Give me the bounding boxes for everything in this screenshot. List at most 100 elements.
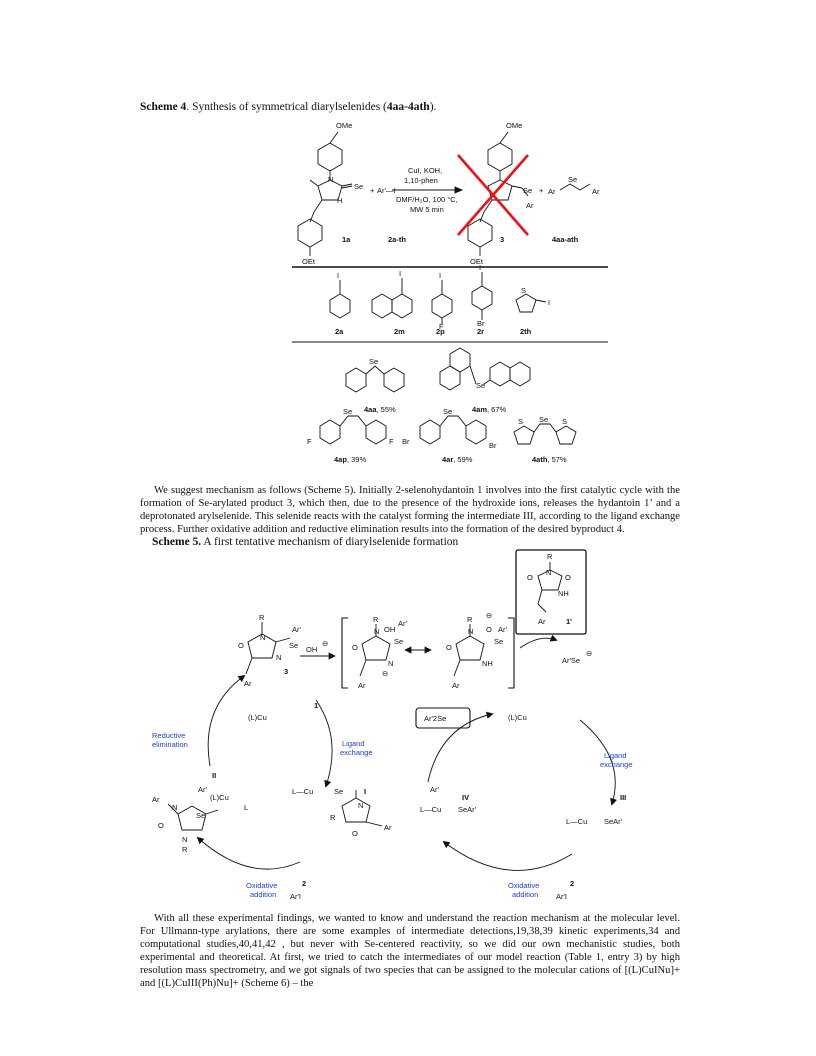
o-tb: O bbox=[486, 625, 492, 634]
r-II: R bbox=[182, 845, 188, 854]
hydantoin-int-I bbox=[341, 797, 371, 823]
product-4am: 4am, 67% bbox=[472, 405, 507, 414]
o-1prime-b: O bbox=[565, 573, 571, 582]
oxid-right-1: Oxidative bbox=[508, 881, 539, 890]
se-4ath: Se bbox=[539, 415, 548, 424]
minus-oh: ⊖ bbox=[322, 639, 328, 648]
r-tb: R bbox=[467, 615, 473, 624]
scheme4-caption: Scheme 4. Synthesis of symmetrical diary… bbox=[140, 101, 436, 113]
arprime-IV: Ar' bbox=[430, 785, 440, 794]
lcu-right: (L)Cu bbox=[508, 713, 527, 722]
scheme4-figure: OMe OMe N Se H OEt OEt + Ar'—I CuI, KOH,… bbox=[292, 121, 608, 464]
label-2a: 2a bbox=[335, 327, 344, 336]
se-4aa: Se bbox=[369, 357, 378, 366]
ome-1a: OMe bbox=[336, 121, 352, 130]
scheme4-caption-pre: . Synthesis of symmetrical diarylselenid… bbox=[186, 101, 387, 113]
n-tb: N bbox=[468, 627, 473, 636]
sear-IV: SeAr' bbox=[458, 805, 477, 814]
cond-3: DMF/H₂O, 100 °C, bbox=[396, 195, 458, 204]
oet-1a: OEt bbox=[302, 257, 316, 266]
se-I: Se bbox=[334, 787, 343, 796]
label-4aa-ath: 4aa-ath bbox=[552, 235, 579, 244]
ligand-right-2: exchange bbox=[600, 760, 633, 769]
label-1prime: 1' bbox=[566, 617, 572, 626]
n-3a: N bbox=[260, 633, 265, 642]
ring-4ar-a bbox=[419, 419, 441, 445]
cu-IV: L—Cu bbox=[420, 805, 441, 814]
ar-ta: Ar bbox=[358, 681, 366, 690]
ring-2a bbox=[329, 293, 351, 319]
scheme4-label: Scheme 4 bbox=[140, 101, 187, 113]
ring-1a-bottom bbox=[297, 218, 323, 248]
f-4ap-b: F bbox=[389, 437, 394, 446]
label-3: 3 bbox=[500, 235, 504, 244]
ring-1a-top bbox=[317, 142, 343, 172]
o-ta: O bbox=[352, 643, 358, 652]
scheme5-figure: R N O O NH Ar 1' R Ar' N O Se N Ar 3 OH … bbox=[152, 549, 633, 901]
oet-3: OEt bbox=[470, 257, 484, 266]
ring-4am-a bbox=[439, 365, 461, 391]
plus-2: + bbox=[539, 186, 544, 195]
s-4ath-a: S bbox=[518, 417, 523, 426]
s-2th: S bbox=[521, 286, 526, 295]
o-3: O bbox=[238, 641, 244, 650]
scheme4-caption-post: ). bbox=[429, 101, 437, 113]
cu-II: (L)Cu bbox=[210, 793, 229, 802]
red-cross-mark bbox=[457, 154, 529, 236]
ln-II: L bbox=[244, 803, 248, 812]
ring-4aa-a bbox=[345, 367, 367, 393]
label-2a-th: 2a-th bbox=[388, 235, 406, 244]
tetrahedral-b bbox=[455, 635, 485, 661]
n-II-b: N bbox=[182, 835, 187, 844]
ligand-right-1: Ligand bbox=[604, 751, 627, 760]
cond-1: CuI, KOH, bbox=[408, 166, 442, 175]
ring-2th bbox=[515, 293, 537, 313]
n-ta: N bbox=[374, 627, 379, 636]
n-I: N bbox=[358, 801, 363, 810]
n-ta2: N bbox=[388, 659, 393, 668]
o-II: O bbox=[158, 821, 164, 830]
nh-tb: NH bbox=[482, 659, 493, 668]
ring-4ath-b bbox=[555, 425, 577, 445]
ar-3: Ar bbox=[526, 201, 534, 210]
o-tb2: O bbox=[446, 643, 452, 652]
ring-2m bbox=[391, 293, 413, 319]
label-2th: 2th bbox=[520, 327, 532, 336]
int-II: II bbox=[212, 771, 216, 780]
se-4am: Se bbox=[476, 381, 485, 390]
reductive-2: elimination bbox=[152, 740, 188, 749]
i-2r: I bbox=[479, 263, 481, 272]
r-3: R bbox=[259, 613, 265, 622]
minus-tb: ⊖ bbox=[486, 611, 492, 620]
ar2se: Ar'2Se bbox=[424, 714, 446, 723]
arprime-3: Ar' bbox=[292, 625, 302, 634]
ari-right: Ar'I bbox=[556, 892, 567, 901]
arprime-i: Ar'—I bbox=[377, 186, 396, 195]
ar-I: Ar bbox=[384, 823, 392, 832]
se-3: Se bbox=[523, 186, 532, 195]
oh-minus: OH bbox=[306, 645, 317, 654]
tetrahedral-a bbox=[361, 635, 391, 661]
int-IV: IV bbox=[462, 793, 469, 802]
plus-1: + bbox=[370, 186, 375, 195]
label-1a: 1a bbox=[342, 235, 351, 244]
ar-1prime: Ar bbox=[538, 617, 546, 626]
cond-2: 1,10-phen bbox=[404, 176, 438, 185]
n-3b: N bbox=[276, 653, 281, 662]
nh-1prime: NH bbox=[558, 589, 569, 598]
se-tb: Se bbox=[494, 637, 503, 646]
se-4ap: Se bbox=[343, 407, 352, 416]
ari-left: Ar'I bbox=[290, 892, 301, 901]
o-I: O bbox=[352, 829, 358, 838]
ring-2p bbox=[431, 293, 453, 319]
oh-ta: OH bbox=[384, 625, 395, 634]
int-III: III bbox=[620, 793, 626, 802]
hydantoin-int-II bbox=[177, 805, 207, 831]
r-1prime: R bbox=[547, 552, 553, 561]
ar-right: Ar bbox=[592, 187, 600, 196]
arse-minus: Ar'Se bbox=[562, 656, 580, 665]
ring-3-top bbox=[487, 142, 513, 172]
n-1a: N bbox=[328, 175, 333, 184]
paragraph-1-text: We suggest mechanism as follows (Scheme … bbox=[140, 485, 680, 535]
ring-3-bottom bbox=[467, 218, 493, 248]
